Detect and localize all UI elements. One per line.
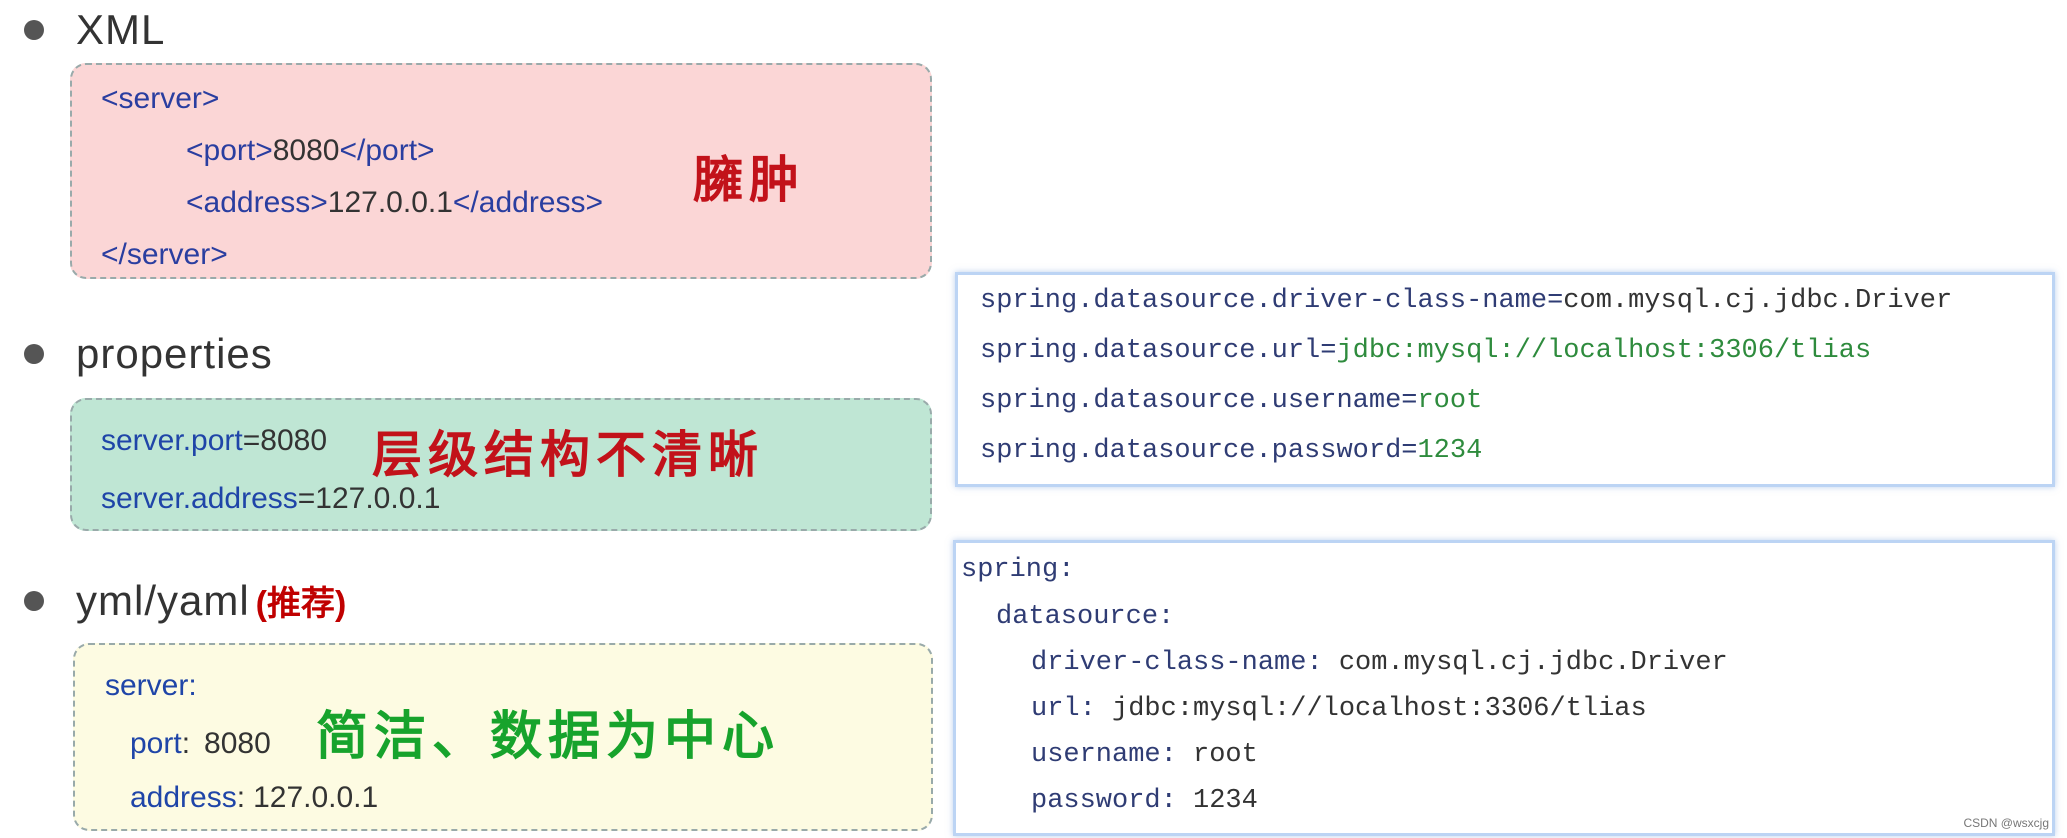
properties-comment: 层级结构不清晰 [372, 425, 764, 484]
yml-title: yml/yaml [76, 576, 250, 624]
yml-panel-line-1: spring: [961, 555, 1075, 585]
yml-panel-line-6: password: 1234 [1031, 786, 1258, 816]
xml-comment: 臃肿 [693, 150, 805, 209]
properties-panel-line-3: spring.datasource.username=root [980, 386, 1483, 416]
properties-line-port: server.port=8080 [101, 424, 328, 457]
xml-line-server-close: </server> [101, 238, 228, 271]
yml-panel-line-2: datasource: [996, 602, 1175, 632]
xml-sample-box [70, 63, 932, 279]
xml-line-port: <port>8080</port> [186, 134, 435, 167]
recommend-note: (推荐) [255, 585, 347, 623]
xml-line-server-open: <server> [101, 82, 220, 115]
yml-sample-box [73, 643, 933, 831]
properties-panel-line-1: spring.datasource.driver-class-name=com.… [980, 286, 1953, 316]
properties-title: properties [76, 330, 273, 377]
properties-panel-line-4: spring.datasource.password=1234 [980, 436, 1483, 466]
properties-sample-box [70, 398, 932, 531]
yml-line-server: server: [105, 669, 197, 702]
watermark: CSDN @wsxcjg [1963, 816, 2049, 830]
bullet-icon [24, 344, 44, 364]
xml-title: XML [76, 6, 166, 53]
xml-line-address: <address>127.0.0.1</address> [186, 186, 604, 219]
yml-panel-line-5: username: root [1031, 740, 1258, 770]
yml-line-port: port:8080 [130, 727, 271, 760]
properties-line-address: server.address=127.0.0.1 [101, 482, 441, 515]
bullet-icon [24, 20, 44, 40]
section-xml-heading: XML [24, 6, 165, 54]
yml-panel-line-4: url: jdbc:mysql://localhost:3306/tlias [1031, 694, 1647, 724]
section-properties-heading: properties [24, 330, 273, 378]
properties-code-panel [955, 272, 2055, 487]
yml-code-panel [953, 540, 2055, 836]
bullet-icon [24, 590, 44, 611]
yml-panel-line-3: driver-class-name: com.mysql.cj.jdbc.Dri… [1031, 648, 1728, 678]
properties-panel-line-2: spring.datasource.url=jdbc:mysql://local… [980, 336, 1872, 366]
section-yml-heading: yml/yaml (推荐) [24, 576, 346, 625]
yml-line-address: address:127.0.0.1 [130, 781, 379, 814]
yml-comment: 简洁、数据为中心 [316, 706, 781, 767]
